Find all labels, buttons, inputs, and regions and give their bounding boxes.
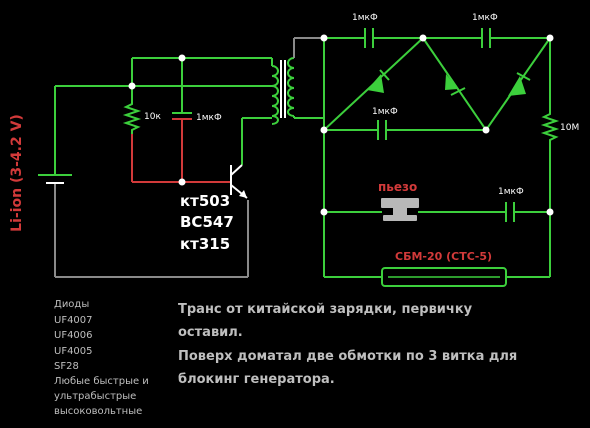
- capacitor-base: [172, 112, 192, 120]
- resistor-10m: [540, 112, 560, 146]
- geiger-tube-symbol: [381, 267, 507, 287]
- diodes-note-line-2: ультрабыстрые: [54, 391, 137, 402]
- note-line-2: оставил.: [178, 325, 243, 340]
- diode-3: [508, 72, 531, 96]
- multiplier-capacitors: [364, 28, 491, 140]
- capacitor-piezo-label: 1мкФ: [498, 187, 524, 197]
- junction-dots: [128, 34, 554, 216]
- supply-wires: [55, 57, 273, 165]
- transistor-name-2: BC547: [180, 213, 234, 231]
- transformer-symbol: [271, 37, 324, 125]
- piezo-symbol: [381, 198, 419, 221]
- transistor-name-3: кт315: [180, 235, 231, 253]
- note-line-4: блокинг генератора.: [178, 372, 335, 387]
- diode-model-1: UF4007: [54, 315, 93, 326]
- note-line-1: Транс от китайской зарядки, первичку: [178, 302, 473, 317]
- capacitor-base-label: 1мкФ: [196, 113, 222, 123]
- multiplier-wires: [294, 37, 551, 277]
- piezo-label: пьезо: [378, 180, 418, 194]
- capacitor-top-right-label: 1мкФ: [472, 13, 498, 23]
- transistor-name-1: кт503: [180, 192, 231, 210]
- diodes-note-line-3: высоковольтные: [54, 406, 143, 417]
- base-wires: [131, 119, 231, 183]
- piezo-wires: [324, 202, 550, 222]
- diodes-heading: Диоды: [54, 299, 90, 310]
- capacitor-top-left-label: 1мкФ: [352, 13, 378, 23]
- resistor-10k: [122, 100, 142, 134]
- battery-label: Li-ion (3-4.2 V): [9, 114, 25, 232]
- diode-2: [445, 74, 466, 96]
- transistor-symbol: [230, 164, 248, 199]
- geiger-tube-label: СБМ-20 (СТС-5): [395, 250, 493, 263]
- diode-model-3: UF4005: [54, 346, 93, 357]
- battery-symbol: [38, 86, 249, 278]
- diode-model-2: UF4006: [54, 330, 93, 341]
- resistor-10k-label: 10к: [144, 112, 161, 122]
- note-line-3: Поверх доматал две обмотки по 3 витка дл…: [178, 349, 518, 364]
- diode-model-4: SF28: [54, 361, 79, 372]
- resistor-10m-label: 10M: [560, 123, 580, 133]
- diodes-note-line-1: Любые быстрые и: [54, 376, 149, 387]
- diode-1: [367, 69, 390, 93]
- capacitor-mid-label: 1мкФ: [372, 107, 398, 117]
